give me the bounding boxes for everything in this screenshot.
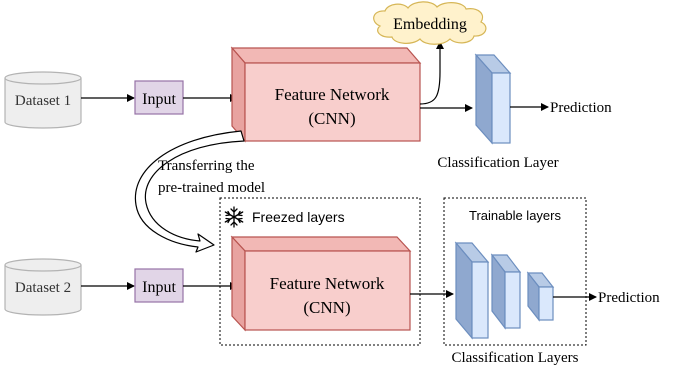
- dataset-2-cylinder: Dataset 2: [4, 258, 82, 316]
- input-box-top: Input: [134, 80, 184, 115]
- transfer-label-line1: Transferring the: [158, 158, 255, 174]
- embedding-label: Embedding: [393, 16, 467, 33]
- feature-network-bottom: Feature Network (CNN): [230, 235, 412, 332]
- embedding-cloud: Embedding: [373, 1, 487, 45]
- feature-network-top-line1: Feature Network: [275, 85, 390, 104]
- classification-layer-top: [474, 53, 512, 145]
- feature-network-bottom-line1: Feature Network: [270, 274, 385, 293]
- classification-layers-label: Classification Layers: [451, 350, 578, 366]
- transfer-arrow: [134, 130, 245, 253]
- classification-layer-label: Classification Layer: [437, 155, 558, 171]
- freezed-layers-label: Freezed layers: [252, 209, 345, 225]
- feature-network-top: Feature Network (CNN): [230, 46, 422, 143]
- freezed-layers-group: [219, 197, 421, 346]
- input-box-bottom: Input: [134, 268, 184, 303]
- dataset-1-label: Dataset 1: [15, 93, 71, 109]
- prediction-label-bottom: Prediction: [598, 290, 660, 306]
- classification-layer-3: [526, 271, 555, 322]
- feature-network-top-line2: (CNN): [308, 109, 355, 128]
- arrow-cnn-embedding: [419, 41, 444, 105]
- input-label-top: Input: [142, 91, 176, 108]
- classification-layer-2: [490, 253, 522, 330]
- classification-layer-1: [454, 241, 490, 340]
- input-label-bottom: Input: [142, 279, 176, 296]
- snowflake-icon: [224, 206, 244, 228]
- trainable-layers-label: Trainable layers: [469, 208, 562, 223]
- feature-network-bottom-line2: (CNN): [303, 298, 350, 317]
- dataset-1-cylinder: Dataset 1: [4, 71, 82, 129]
- dataset-2-label: Dataset 2: [15, 280, 71, 296]
- trainable-layers-group: [443, 197, 587, 346]
- transfer-label-line2: pre-trained model: [158, 180, 265, 196]
- prediction-label-top: Prediction: [550, 100, 612, 116]
